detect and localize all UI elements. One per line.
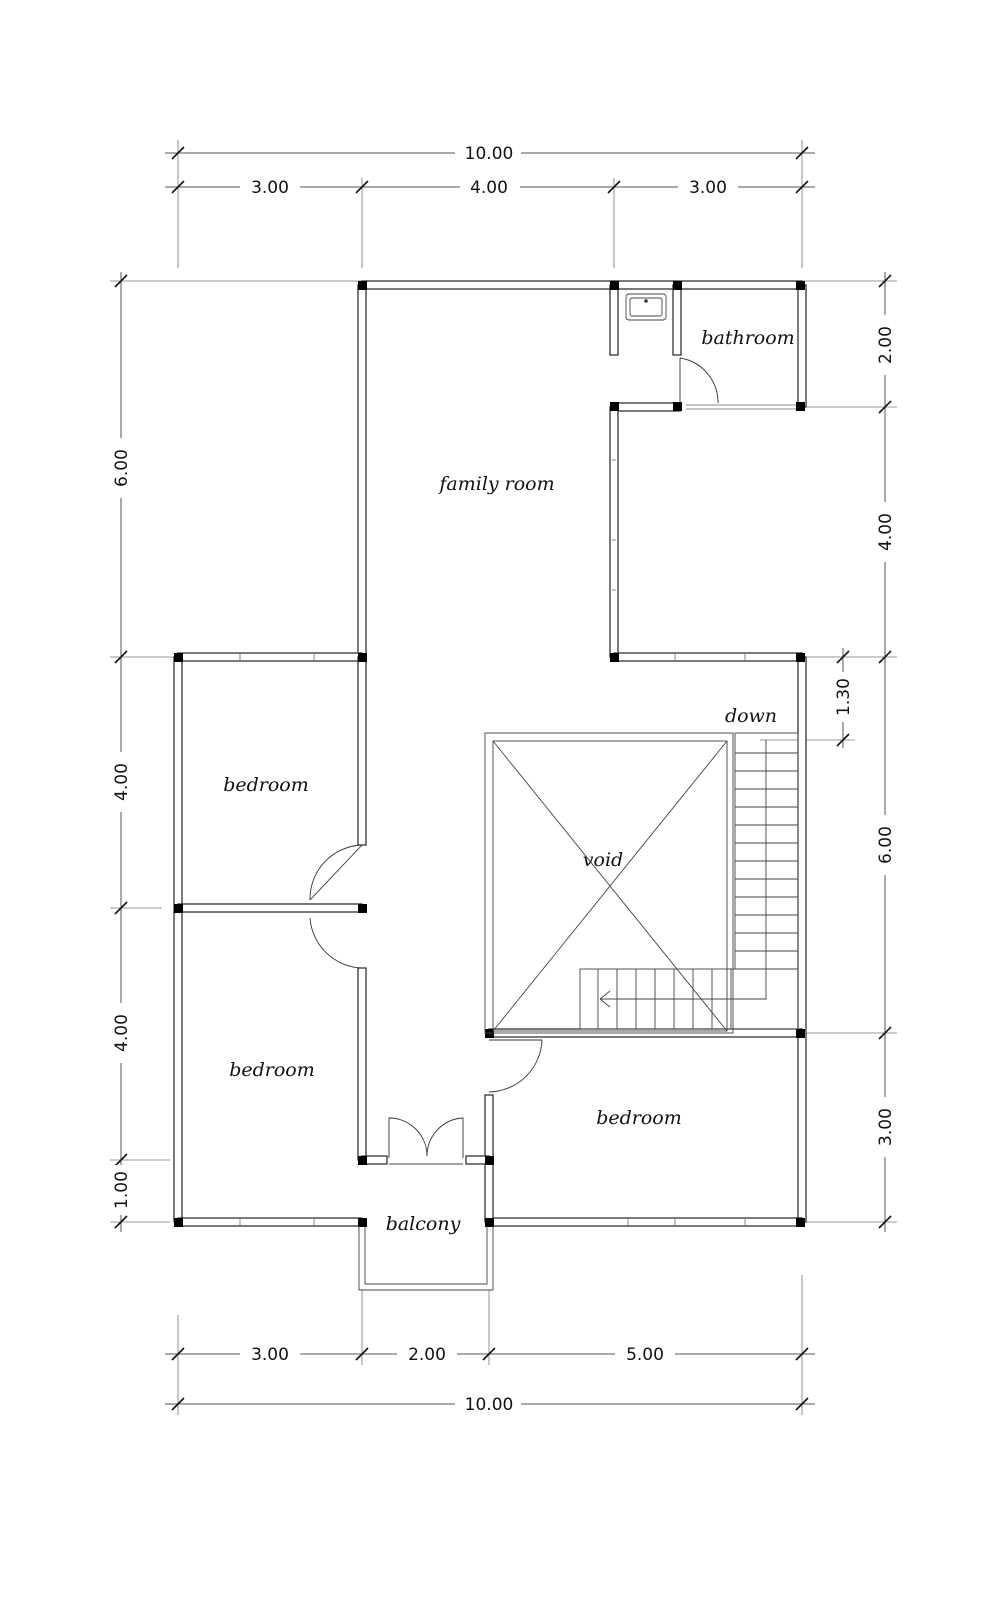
bottom-dimension-3: 5.00: [626, 1345, 664, 1365]
walls: [173, 280, 807, 1227]
top-dimension-2: 4.00: [470, 178, 508, 198]
bottom-dimension-1: 3.00: [251, 1345, 289, 1365]
left-dimension-2: 4.00: [112, 763, 132, 801]
bottom-total-dimension: 10.00: [465, 1395, 514, 1415]
left-dimensions: 6.00 4.00 4.00 1.00: [110, 272, 362, 1232]
void-label: void: [583, 849, 623, 871]
columns: [174, 281, 805, 1227]
doors: [309, 357, 719, 1165]
void-opening: [484, 732, 734, 1034]
top-dimensions: 10.00 3.00 4.00 3.00: [165, 140, 815, 268]
right-dimension-4: 6.00: [876, 826, 896, 864]
bedroom-lower-left-label: bedroom: [229, 1059, 315, 1081]
bottom-dimensions: 3.00 2.00 5.00 10.00: [165, 1275, 815, 1415]
staircase: [579, 732, 799, 1030]
balcony-railing: [358, 1226, 494, 1291]
bedroom-upper-left-label: bedroom: [223, 774, 309, 796]
balcony-label: balcony: [386, 1213, 461, 1235]
top-dimension-1: 3.00: [251, 178, 289, 198]
room-labels: family room bathroom bedroom bedroom bed…: [223, 327, 794, 1235]
right-dimension-2: 4.00: [876, 513, 896, 551]
bottom-dimension-2: 2.00: [408, 1345, 446, 1365]
right-dimension-3: 1.30: [834, 678, 854, 716]
left-dimension-1: 6.00: [112, 449, 132, 487]
bedroom-right-label: bedroom: [596, 1107, 682, 1129]
left-dimension-3: 4.00: [112, 1014, 132, 1052]
bathroom-label: bathroom: [701, 327, 794, 349]
top-dimension-3: 3.00: [689, 178, 727, 198]
family-room-label: family room: [437, 473, 554, 495]
toilet-icon: [625, 293, 667, 321]
right-dimension-1: 2.00: [876, 326, 896, 364]
stairs-down-label: down: [725, 705, 777, 727]
right-dimensions: 2.00 4.00 6.00 3.00 1.30: [760, 272, 897, 1232]
windows: [239, 404, 798, 1225]
left-dimension-4: 1.00: [112, 1171, 132, 1209]
right-dimension-5: 3.00: [876, 1108, 896, 1146]
top-total-dimension: 10.00: [465, 144, 514, 164]
